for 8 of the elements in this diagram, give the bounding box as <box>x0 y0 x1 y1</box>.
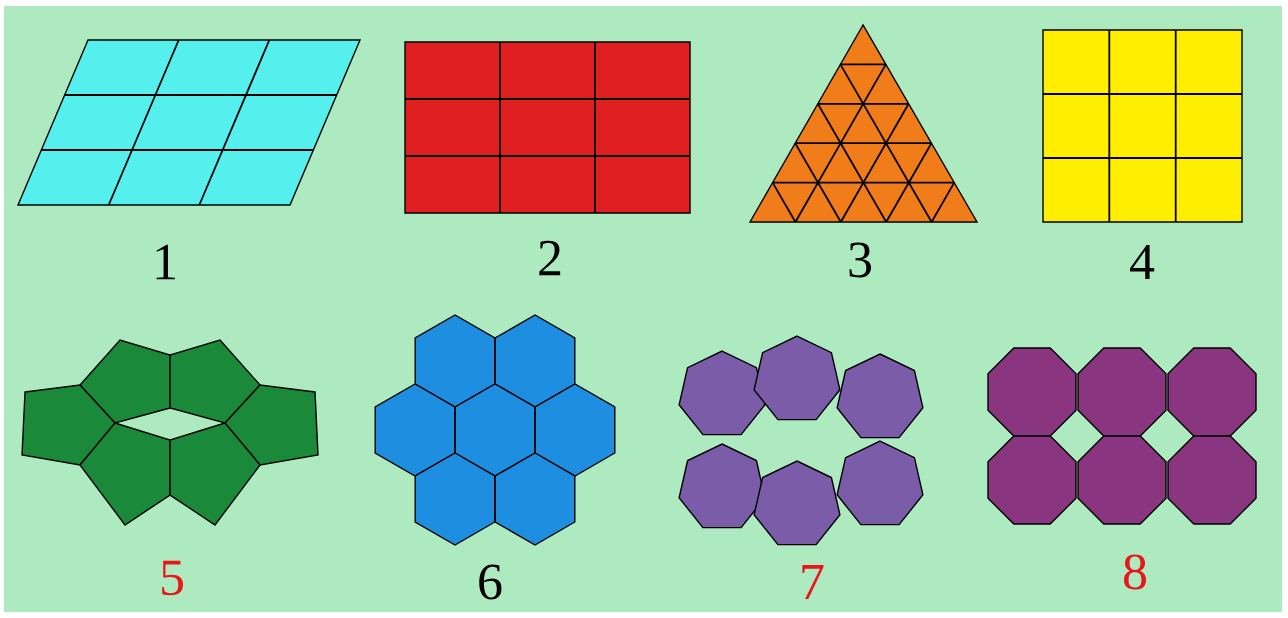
figure-number: 2 <box>539 240 561 276</box>
figure-number: 7 <box>802 564 824 600</box>
figure-number: 5 <box>162 560 183 596</box>
figure-number: 3 <box>849 242 871 278</box>
figure-number: 1 <box>156 244 175 280</box>
figure-number: 4 <box>1130 244 1155 280</box>
figure-number: 6 <box>479 564 502 600</box>
figure-number: 8 <box>1124 554 1147 590</box>
